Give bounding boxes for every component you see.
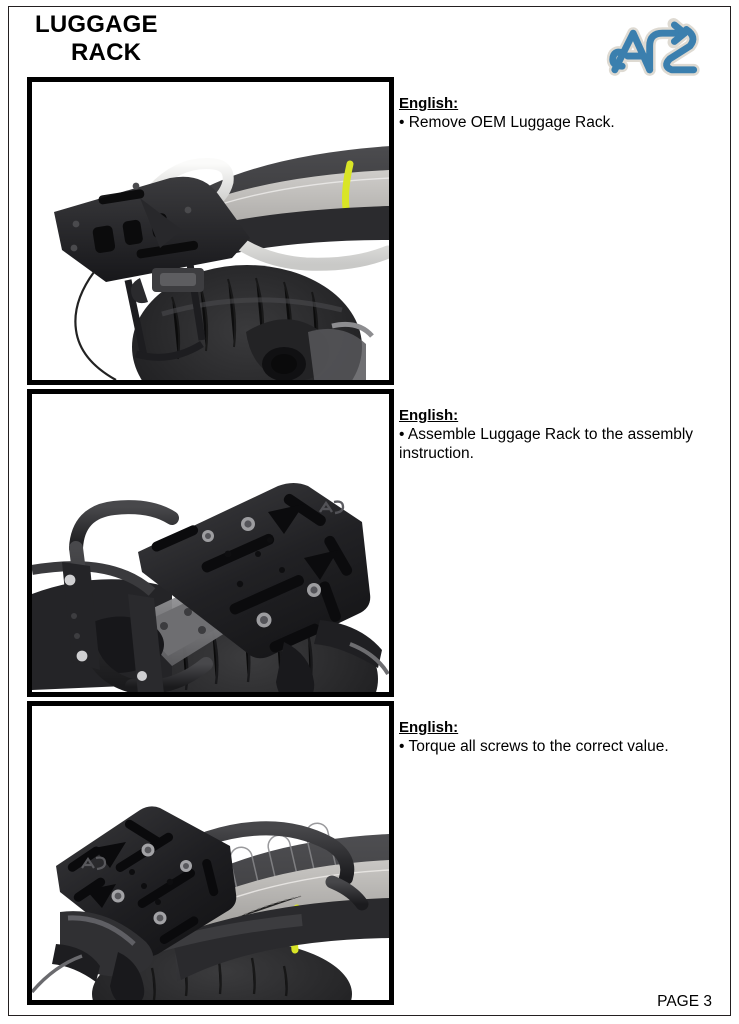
title-line-2: RACK	[71, 39, 142, 67]
instruction-3-text: • Torque all screws to the correct value…	[399, 737, 669, 755]
instruction-block-2: English: • Assemble Luggage Rack to the …	[399, 407, 729, 464]
page-number: PAGE 3	[657, 993, 712, 1010]
instruction-block-1: English: • Remove OEM Luggage Rack.	[399, 95, 729, 133]
instruction-2-heading: English:	[399, 407, 459, 424]
photo-1-image	[32, 82, 389, 380]
instruction-2-text: • Assemble Luggage Rack to the assembly …	[399, 425, 694, 462]
manual-page: LUGGAGE RACK	[8, 6, 731, 1016]
instruction-1-text: • Remove OEM Luggage Rack.	[399, 113, 615, 131]
instruction-1-heading: English:	[399, 95, 459, 112]
step-photo-3	[27, 701, 394, 1005]
instruction-block-3: English: • Torque all screws to the corr…	[399, 719, 729, 757]
as-brand-logo	[602, 13, 712, 85]
step-photo-2	[27, 389, 394, 697]
step-photo-1	[27, 77, 394, 385]
page-title: LUGGAGE RACK	[27, 11, 227, 68]
title-line-1: LUGGAGE	[35, 11, 158, 38]
photo-3-image	[32, 706, 389, 1000]
photo-2-image	[32, 394, 389, 692]
instruction-3-heading: English:	[399, 719, 459, 736]
